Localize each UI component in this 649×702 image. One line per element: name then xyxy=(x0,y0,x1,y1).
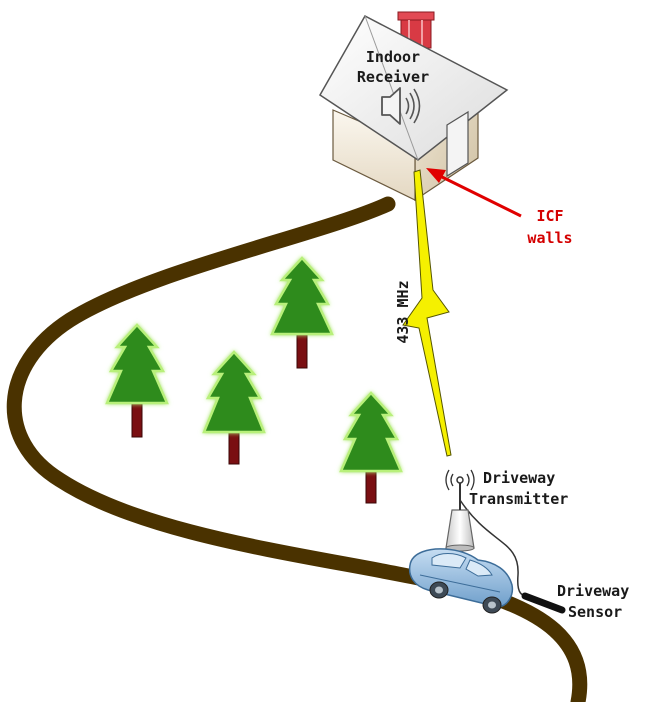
tree xyxy=(339,391,403,504)
icf-walls-label-line2: walls xyxy=(527,229,572,247)
car xyxy=(408,548,514,614)
driveway-transmitter-label-line2: Transmitter xyxy=(469,490,568,508)
driveway-sensor xyxy=(521,592,566,614)
antenna-icon xyxy=(445,469,475,491)
indoor-receiver-label-line1: Indoor xyxy=(366,48,420,66)
indoor-receiver-label-line2: Receiver xyxy=(357,68,429,86)
tree xyxy=(202,350,266,465)
tree xyxy=(270,256,334,369)
driveway-transmitter-label-line1: Driveway xyxy=(483,469,555,487)
house xyxy=(319,11,509,202)
tree xyxy=(105,323,169,438)
radio-signal-bolt xyxy=(402,169,452,457)
icf-arrow xyxy=(426,168,522,218)
icf-walls-label-line1: ICF xyxy=(536,207,563,225)
frequency-label: 433 MHz xyxy=(394,280,412,343)
driveway-sensor-label-line2: Sensor xyxy=(568,603,622,621)
house-door xyxy=(446,110,469,178)
driveway-sensor-label-line1: Driveway xyxy=(557,582,629,600)
speaker-icon xyxy=(381,87,421,125)
